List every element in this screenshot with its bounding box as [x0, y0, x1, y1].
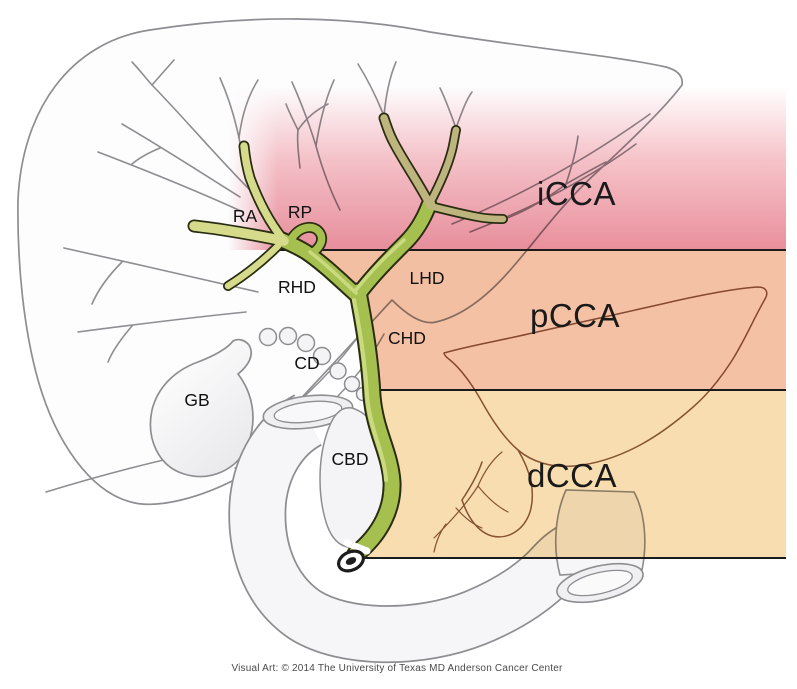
label-lhd: LHD [409, 268, 444, 288]
duodenum-loop-fill [230, 395, 593, 662]
duodenum-cut-opening [262, 394, 354, 430]
duct-ra-ascending [240, 142, 286, 242]
label-ra: RA [233, 206, 258, 226]
band-dcca [350, 391, 786, 558]
duct-rp-loop [288, 223, 326, 259]
duct-ra-descending [224, 242, 282, 290]
gallbladder [149, 338, 254, 478]
band-pcca [300, 251, 786, 390]
duct-chd-cbd [348, 284, 400, 562]
label-rhd: RHD [278, 277, 316, 297]
ampulla [337, 539, 371, 573]
gallbladder-body [149, 338, 254, 478]
label-pcca: pCCA [530, 297, 620, 334]
duct-highlight-trunk [352, 298, 388, 482]
duct-lhd-branch-right [426, 126, 460, 207]
label-icca: iCCA [537, 175, 616, 212]
duct-ra [189, 221, 289, 246]
duct-highlight-lhd [354, 238, 406, 292]
label-gb: GB [184, 390, 209, 410]
label-chd: CHD [388, 328, 426, 348]
label-cd: CD [294, 353, 319, 373]
cancer-zone-bands [222, 84, 786, 558]
duct-lhd [351, 198, 436, 302]
cystic-duct [258, 326, 371, 402]
label-cbd: CBD [332, 449, 369, 469]
zone-divider-lines [272, 249, 786, 559]
zone-labels: iCCA pCCA dCCA [527, 175, 620, 494]
label-dcca: dCCA [527, 457, 617, 494]
duct-lhd-branch-left [380, 114, 433, 207]
bile-duct-tree [189, 114, 507, 562]
duct-lhd-branch-lateral [426, 202, 507, 223]
anatomy-labels: RA RP RHD LHD CHD CD GB CBD [184, 202, 444, 469]
label-rp: RP [288, 202, 312, 222]
credit-line: Visual Art: © 2014 The University of Tex… [231, 663, 563, 674]
jejunum-cut-opening [556, 562, 644, 604]
duct-highlight-rhd [308, 250, 358, 295]
